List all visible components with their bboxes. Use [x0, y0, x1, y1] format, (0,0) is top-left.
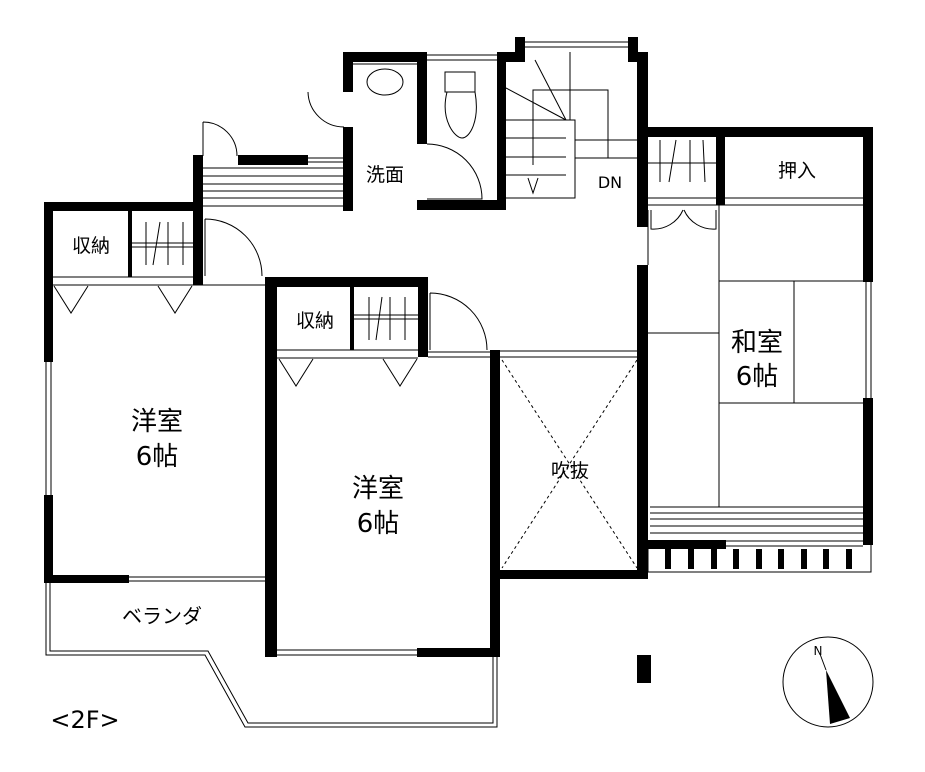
japanese-room-name: 和室: [731, 328, 783, 358]
japanese-room-size: 6帖: [736, 362, 779, 392]
storage-center-label: 収納: [296, 310, 334, 332]
floor-label: <2F>: [50, 706, 119, 734]
oshiire-label: 押入: [778, 160, 816, 182]
veranda-outline: [45, 583, 498, 728]
western-room-left-size: 6帖: [136, 442, 179, 472]
western-room-center-size: 6帖: [357, 509, 400, 539]
western-room-left-walls: [44, 155, 277, 657]
stairs-direction-label: DN: [598, 173, 622, 192]
washroom-label: 洗面: [366, 164, 404, 186]
north-compass-icon: N: [782, 636, 874, 728]
storage-left-label: 収納: [72, 235, 110, 257]
compass-north-label: N: [814, 644, 823, 658]
western-room-left-name: 洋室: [131, 407, 183, 437]
small-marker: [637, 655, 651, 683]
veranda-label: ベランダ: [122, 604, 202, 628]
western-room-center-name: 洋室: [352, 474, 404, 504]
atrium-label: 吹抜: [551, 460, 589, 482]
